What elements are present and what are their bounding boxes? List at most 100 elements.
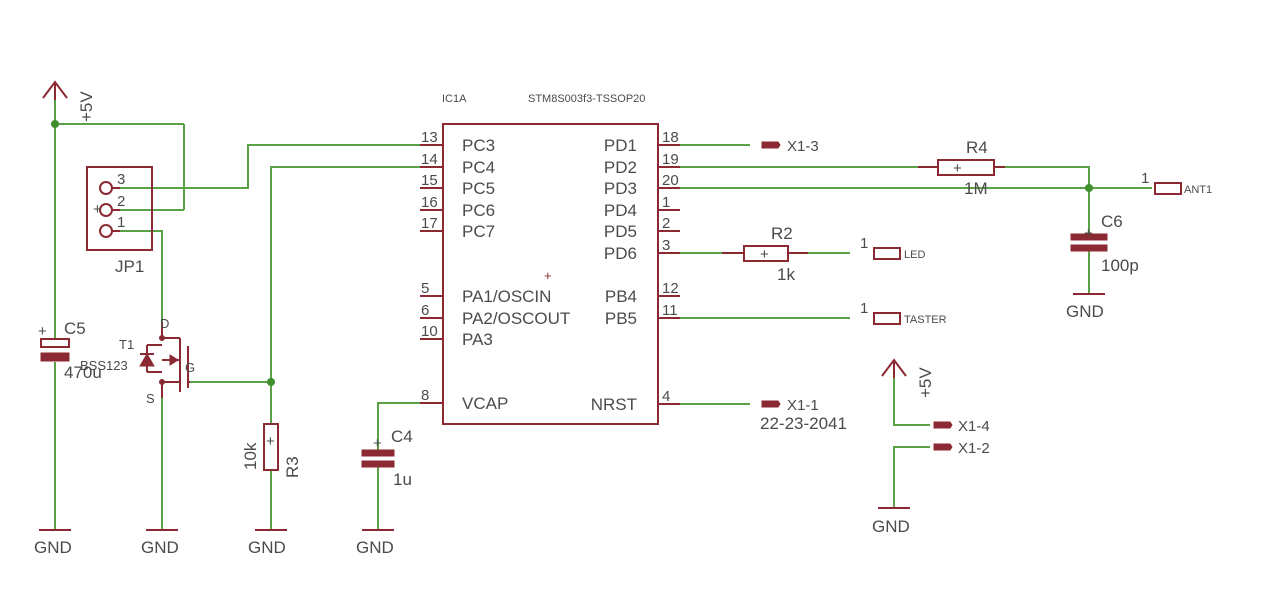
ic-pin-number: 10	[421, 323, 438, 340]
jp1-body	[86, 166, 153, 251]
ic-pin-name: PC7	[462, 222, 495, 241]
svg-text:+: +	[953, 160, 962, 177]
ic-pin-number: 12	[662, 280, 679, 297]
ic-pin-name: PB4	[605, 287, 637, 306]
ic-pin-pc4: 14 PC4	[420, 151, 495, 177]
taster-pad: 1 TASTER	[860, 300, 947, 326]
ic-pin-name: PC6	[462, 201, 495, 220]
vcc-label-right: +5V	[916, 367, 935, 398]
x1-4-label: X1-4	[958, 418, 990, 435]
junction-gate	[267, 378, 275, 386]
c6-value: 100p	[1101, 256, 1139, 275]
ic-pin-name: PC4	[462, 158, 495, 177]
ic-pin-name: PB5	[605, 309, 637, 328]
ant1: 1 ANT1	[1141, 170, 1212, 196]
c6-name: C6	[1101, 212, 1123, 231]
r4-value: 1M	[964, 179, 988, 198]
ic-pin-number: 6	[421, 302, 429, 319]
svg-text:+: +	[38, 323, 47, 340]
svg-text:+: +	[93, 201, 102, 218]
wire-jp1-drain	[120, 230, 163, 322]
ic-pin-name: PD2	[604, 158, 637, 177]
gnd-label-r3: GND	[248, 538, 286, 557]
svg-text:+: +	[760, 246, 769, 263]
ic-pin-name: PC3	[462, 136, 495, 155]
ic-pin-number: 20	[662, 172, 679, 189]
led-label: LED	[904, 249, 925, 261]
c5-plate-top	[40, 338, 70, 348]
wire-gnd-x12	[893, 446, 930, 508]
ant1-label: ANT1	[1184, 184, 1212, 196]
ic-pin-name: PD5	[604, 222, 637, 241]
ic-pin-number: 3	[662, 237, 670, 254]
x1-4: X1-4	[933, 418, 990, 435]
r4-body	[937, 159, 995, 176]
ic-pin-name: PA1/OSCIN	[462, 287, 551, 306]
t1: D G S T1 BSS123	[80, 316, 195, 406]
ic-name: IC1A	[442, 93, 467, 105]
ic-pin-number: 14	[421, 151, 438, 168]
ic-pin-pa1-oscin: 5 PA1/OSCIN	[420, 280, 551, 306]
ic-part: STM8S003f3-TSSOP20	[528, 93, 645, 105]
c4-value: 1u	[393, 470, 412, 489]
r4-name: R4	[966, 138, 988, 157]
r3-name: R3	[283, 456, 302, 478]
ic-pin-number: 1	[662, 194, 670, 211]
svg-text:3: 3	[117, 171, 125, 188]
ic-pin-number: 8	[421, 387, 429, 404]
gnd-label-c5: GND	[34, 538, 72, 557]
t1-value: BSS123	[80, 358, 128, 373]
svg-text:1: 1	[1141, 170, 1149, 187]
c5-plate-bottom	[40, 352, 70, 362]
ic-pin-pc6: 16 PC6	[420, 194, 495, 220]
x1-3: X1-3	[761, 138, 819, 155]
gnd-label-t1: GND	[141, 538, 179, 557]
c5: + C5 470u	[38, 319, 102, 382]
r2-name: R2	[771, 224, 793, 243]
svg-text:2: 2	[117, 193, 125, 210]
gnd-label-c6: GND	[1066, 302, 1104, 321]
wire-r4-right	[1005, 166, 1090, 188]
c4: + C4 1u	[361, 427, 413, 489]
ic-body	[442, 123, 659, 425]
svg-text:S: S	[146, 391, 155, 406]
gnd-label-c4: GND	[356, 538, 394, 557]
svg-text:1: 1	[860, 235, 868, 252]
ic-pin-number: 17	[421, 215, 438, 232]
ic-pin-number: 16	[421, 194, 438, 211]
x1-2: X1-2	[933, 440, 990, 457]
svg-text:1: 1	[117, 214, 125, 231]
ic-pin-number: 5	[421, 280, 429, 297]
gnd-symbols: GND GND GND GND GND GND	[34, 293, 1105, 557]
svg-text:1: 1	[860, 300, 868, 317]
ic-pin-pb4: 12 PB4	[605, 280, 680, 306]
x1-2-label: X1-2	[958, 440, 990, 457]
vcc-symbol-right: +5V	[881, 358, 935, 398]
vcc-label-left: +5V	[77, 91, 96, 122]
ic-pin-number: 18	[662, 129, 679, 146]
c4-name: C4	[391, 427, 413, 446]
wires	[54, 98, 1152, 530]
wire-pc4	[270, 166, 420, 382]
r2: + R2 1k	[722, 224, 808, 284]
svg-text:G: G	[185, 360, 195, 375]
taster-label: TASTER	[904, 314, 947, 326]
ic-pin-pd6: 3 PD6	[604, 237, 680, 263]
r3-body	[263, 423, 279, 471]
gnd-label-x1: GND	[872, 517, 910, 536]
wire-jp1-pc3	[120, 144, 420, 189]
ic-pin-name: PD6	[604, 244, 637, 263]
ic-pin-name: PD3	[604, 179, 637, 198]
svg-text:D: D	[160, 316, 169, 331]
x1-3-label: X1-3	[787, 138, 819, 155]
